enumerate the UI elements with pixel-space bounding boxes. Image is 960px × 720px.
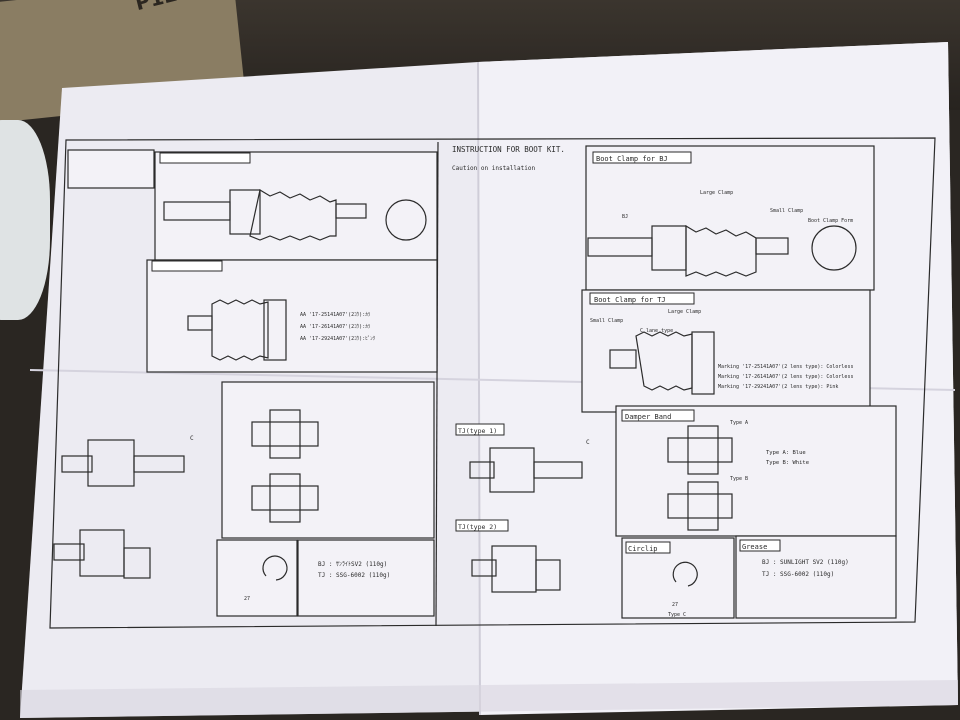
dim-27: 27 <box>672 602 678 608</box>
grease-bj: BJ : SUNLIGHT SV2 (110g) <box>762 559 849 566</box>
jp-dim-27: 27 <box>244 596 250 602</box>
tj-type2-drawing <box>471 545 561 593</box>
marking-c-text: Marking '17-29241A07'(2 lens type): Pink <box>718 384 838 390</box>
jp-marking-a: AA '17-25141A07'(2ｺｳ):ｶﾗ <box>300 312 371 318</box>
jp-bj-shaft-drawing <box>163 189 427 241</box>
jp-bj-header <box>159 152 251 164</box>
bj-shaft-drawing <box>587 224 857 277</box>
boot-clamp-tj-title: Boot Clamp for TJ <box>594 296 666 304</box>
jp-tj-boot-drawing <box>187 299 287 361</box>
boot-clamp-tj-box <box>581 289 871 413</box>
jp-tj-type2-drawing <box>53 529 151 579</box>
grease-tj: TJ : SSG-6002 (110g) <box>762 571 834 578</box>
tj-type2-title: TJ(type 2) <box>458 523 497 531</box>
type-b-color: Type B: White <box>766 460 809 466</box>
type-c-label: Type C <box>668 612 686 618</box>
boot-clamp-bj-header <box>592 151 692 164</box>
type-a-label: Type A <box>730 420 748 426</box>
tj-type1-title: TJ(type 1) <box>458 427 497 435</box>
sheet-border <box>49 137 936 629</box>
jp-marking-c: AA '17-29241A07'(2ｺｳ):ﾋﾟﾝｸ <box>300 335 376 342</box>
jp-marking-b: AA '17-26141A07'(2ｺｳ):ｶﾗ <box>300 324 371 330</box>
jp-tj-header <box>151 260 223 272</box>
jp-intro-box <box>67 149 155 189</box>
tj-large-clamp-label: Large Clamp <box>668 309 701 315</box>
jp-circlip-box <box>216 539 298 617</box>
jp-damper-drawing <box>251 409 319 523</box>
damper-band-box <box>615 405 897 537</box>
jp-grease-tj: TJ : SSG-6002 (110g) <box>318 572 390 579</box>
tj-type1-drawing <box>469 447 583 493</box>
jp-grease-box <box>297 539 435 617</box>
circlip-drawing <box>672 561 698 587</box>
tj-type2-header <box>455 519 509 532</box>
paper-fold-vertical <box>477 61 481 716</box>
damper-band-header <box>621 409 695 422</box>
jp-bj-box <box>154 151 438 261</box>
grease-title: Grease <box>742 543 767 551</box>
jp-damper-box <box>221 381 435 539</box>
damper-band-title: Damper Band <box>625 413 671 421</box>
jp-grease-bj: BJ : ｻﾝﾗｲﾄSV2 (110g) <box>318 561 387 568</box>
tj-boot-drawing <box>609 331 715 395</box>
circlip-header <box>625 541 671 554</box>
instruction-title: INSTRUCTION FOR BOOT KIT. <box>452 145 565 154</box>
paper-shadow <box>20 680 958 718</box>
damper-band-drawing <box>667 425 733 531</box>
c-lane-type-label: C lane type <box>640 328 673 334</box>
grease-header <box>739 539 781 552</box>
small-clamp-label: Small Clamp <box>770 208 803 214</box>
background-bowl <box>0 120 50 320</box>
jp-tj-type1-drawing <box>61 439 185 487</box>
c-mark-label: C <box>586 439 590 446</box>
marking-b-text: Marking '17-26141A07'(2 lens type): Colo… <box>718 374 853 380</box>
jp-circlip-drawing <box>262 555 288 581</box>
bj-label: BJ <box>622 214 628 220</box>
boot-clamp-tj-header <box>589 292 695 305</box>
center-divider <box>435 141 439 627</box>
type-b-label: Type B <box>730 476 748 482</box>
boot-clamp-form-label: Boot Clamp Form <box>808 218 853 224</box>
caution-text: Caution on installation <box>452 165 535 172</box>
tj-type1-header <box>455 423 505 436</box>
tj-small-clamp-label: Small Clamp <box>590 318 623 324</box>
marking-a-text: Marking '17-25141A07'(2 lens type): Colo… <box>718 364 853 370</box>
large-clamp-label: Large Clamp <box>700 190 733 196</box>
jp-c-mark: C <box>190 435 194 442</box>
circlip-title: Circlip <box>628 545 658 553</box>
type-a-color: Type A: Blue <box>766 450 806 456</box>
boot-clamp-bj-title: Boot Clamp for BJ <box>596 155 668 163</box>
